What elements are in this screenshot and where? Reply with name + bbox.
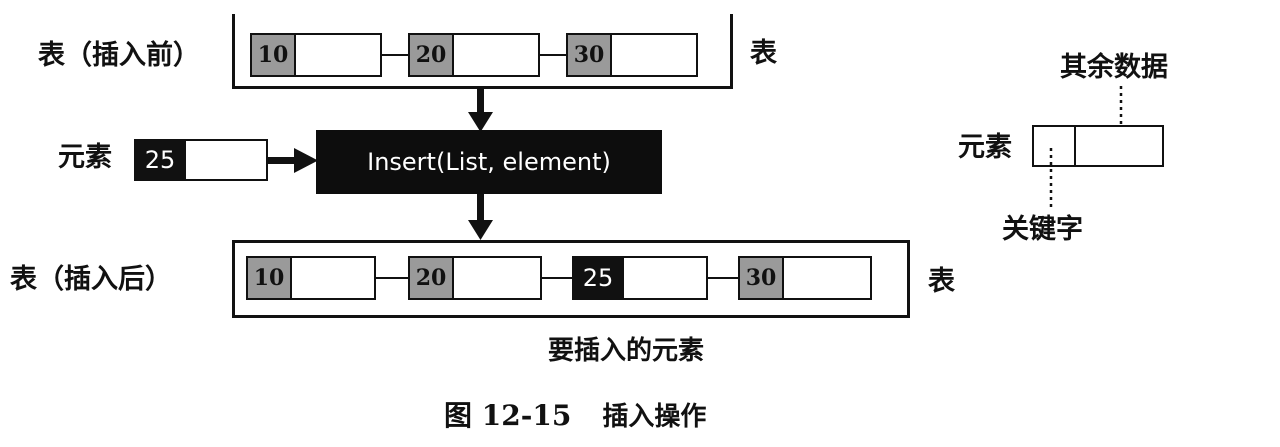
legend-element-label: 元素 [958, 132, 1012, 163]
before-node-1: 10 [250, 33, 382, 77]
legend-node-key-part [1034, 127, 1076, 165]
before-node-2-key: 20 [410, 35, 454, 75]
before-node-2: 20 [408, 33, 540, 77]
after-list-label: 表（插入后） [10, 264, 172, 295]
after-node-3-key: 25 [574, 258, 624, 298]
element-node: 25 [134, 139, 268, 181]
element-label: 元素 [58, 142, 112, 173]
legend-node [1032, 125, 1164, 167]
arrow-down-to-result [468, 194, 493, 240]
before-node-3-key: 30 [568, 35, 612, 75]
figure-title: 插入操作 [602, 402, 707, 432]
legend-keyword-pointer [1049, 148, 1053, 208]
figure-caption: 图 12-15 插入操作 [444, 394, 706, 434]
after-node-4-key: 30 [740, 258, 784, 298]
legend-rest-data-label: 其余数据 [1060, 52, 1168, 83]
insert-function-box: Insert(List, element) [316, 130, 662, 194]
arrow-right-to-function [268, 148, 318, 173]
before-list-label: 表（插入前） [38, 40, 200, 71]
legend-keyword-label: 关键字 [1002, 214, 1083, 245]
before-node-1-key: 10 [252, 35, 296, 75]
before-link-2 [540, 54, 566, 56]
after-node-3-new: 25 [572, 256, 708, 300]
after-link-1 [376, 277, 408, 279]
before-link-1 [382, 54, 408, 56]
after-link-3 [708, 277, 738, 279]
after-link-2 [542, 277, 572, 279]
element-node-key: 25 [136, 141, 186, 179]
before-list-right-label: 表 [750, 38, 777, 69]
after-node-1-key: 10 [248, 258, 292, 298]
after-list-frame [232, 240, 910, 318]
figure-number: 图 12-15 [444, 399, 572, 432]
after-list-right-label: 表 [928, 266, 955, 297]
after-node-2: 20 [408, 256, 542, 300]
after-node-4: 30 [738, 256, 872, 300]
arrow-down-to-function [468, 86, 493, 132]
after-node-1: 10 [246, 256, 376, 300]
new-element-annotation: 要插入的元素 [548, 336, 705, 366]
after-node-2-key: 20 [410, 258, 454, 298]
before-node-3: 30 [566, 33, 698, 77]
